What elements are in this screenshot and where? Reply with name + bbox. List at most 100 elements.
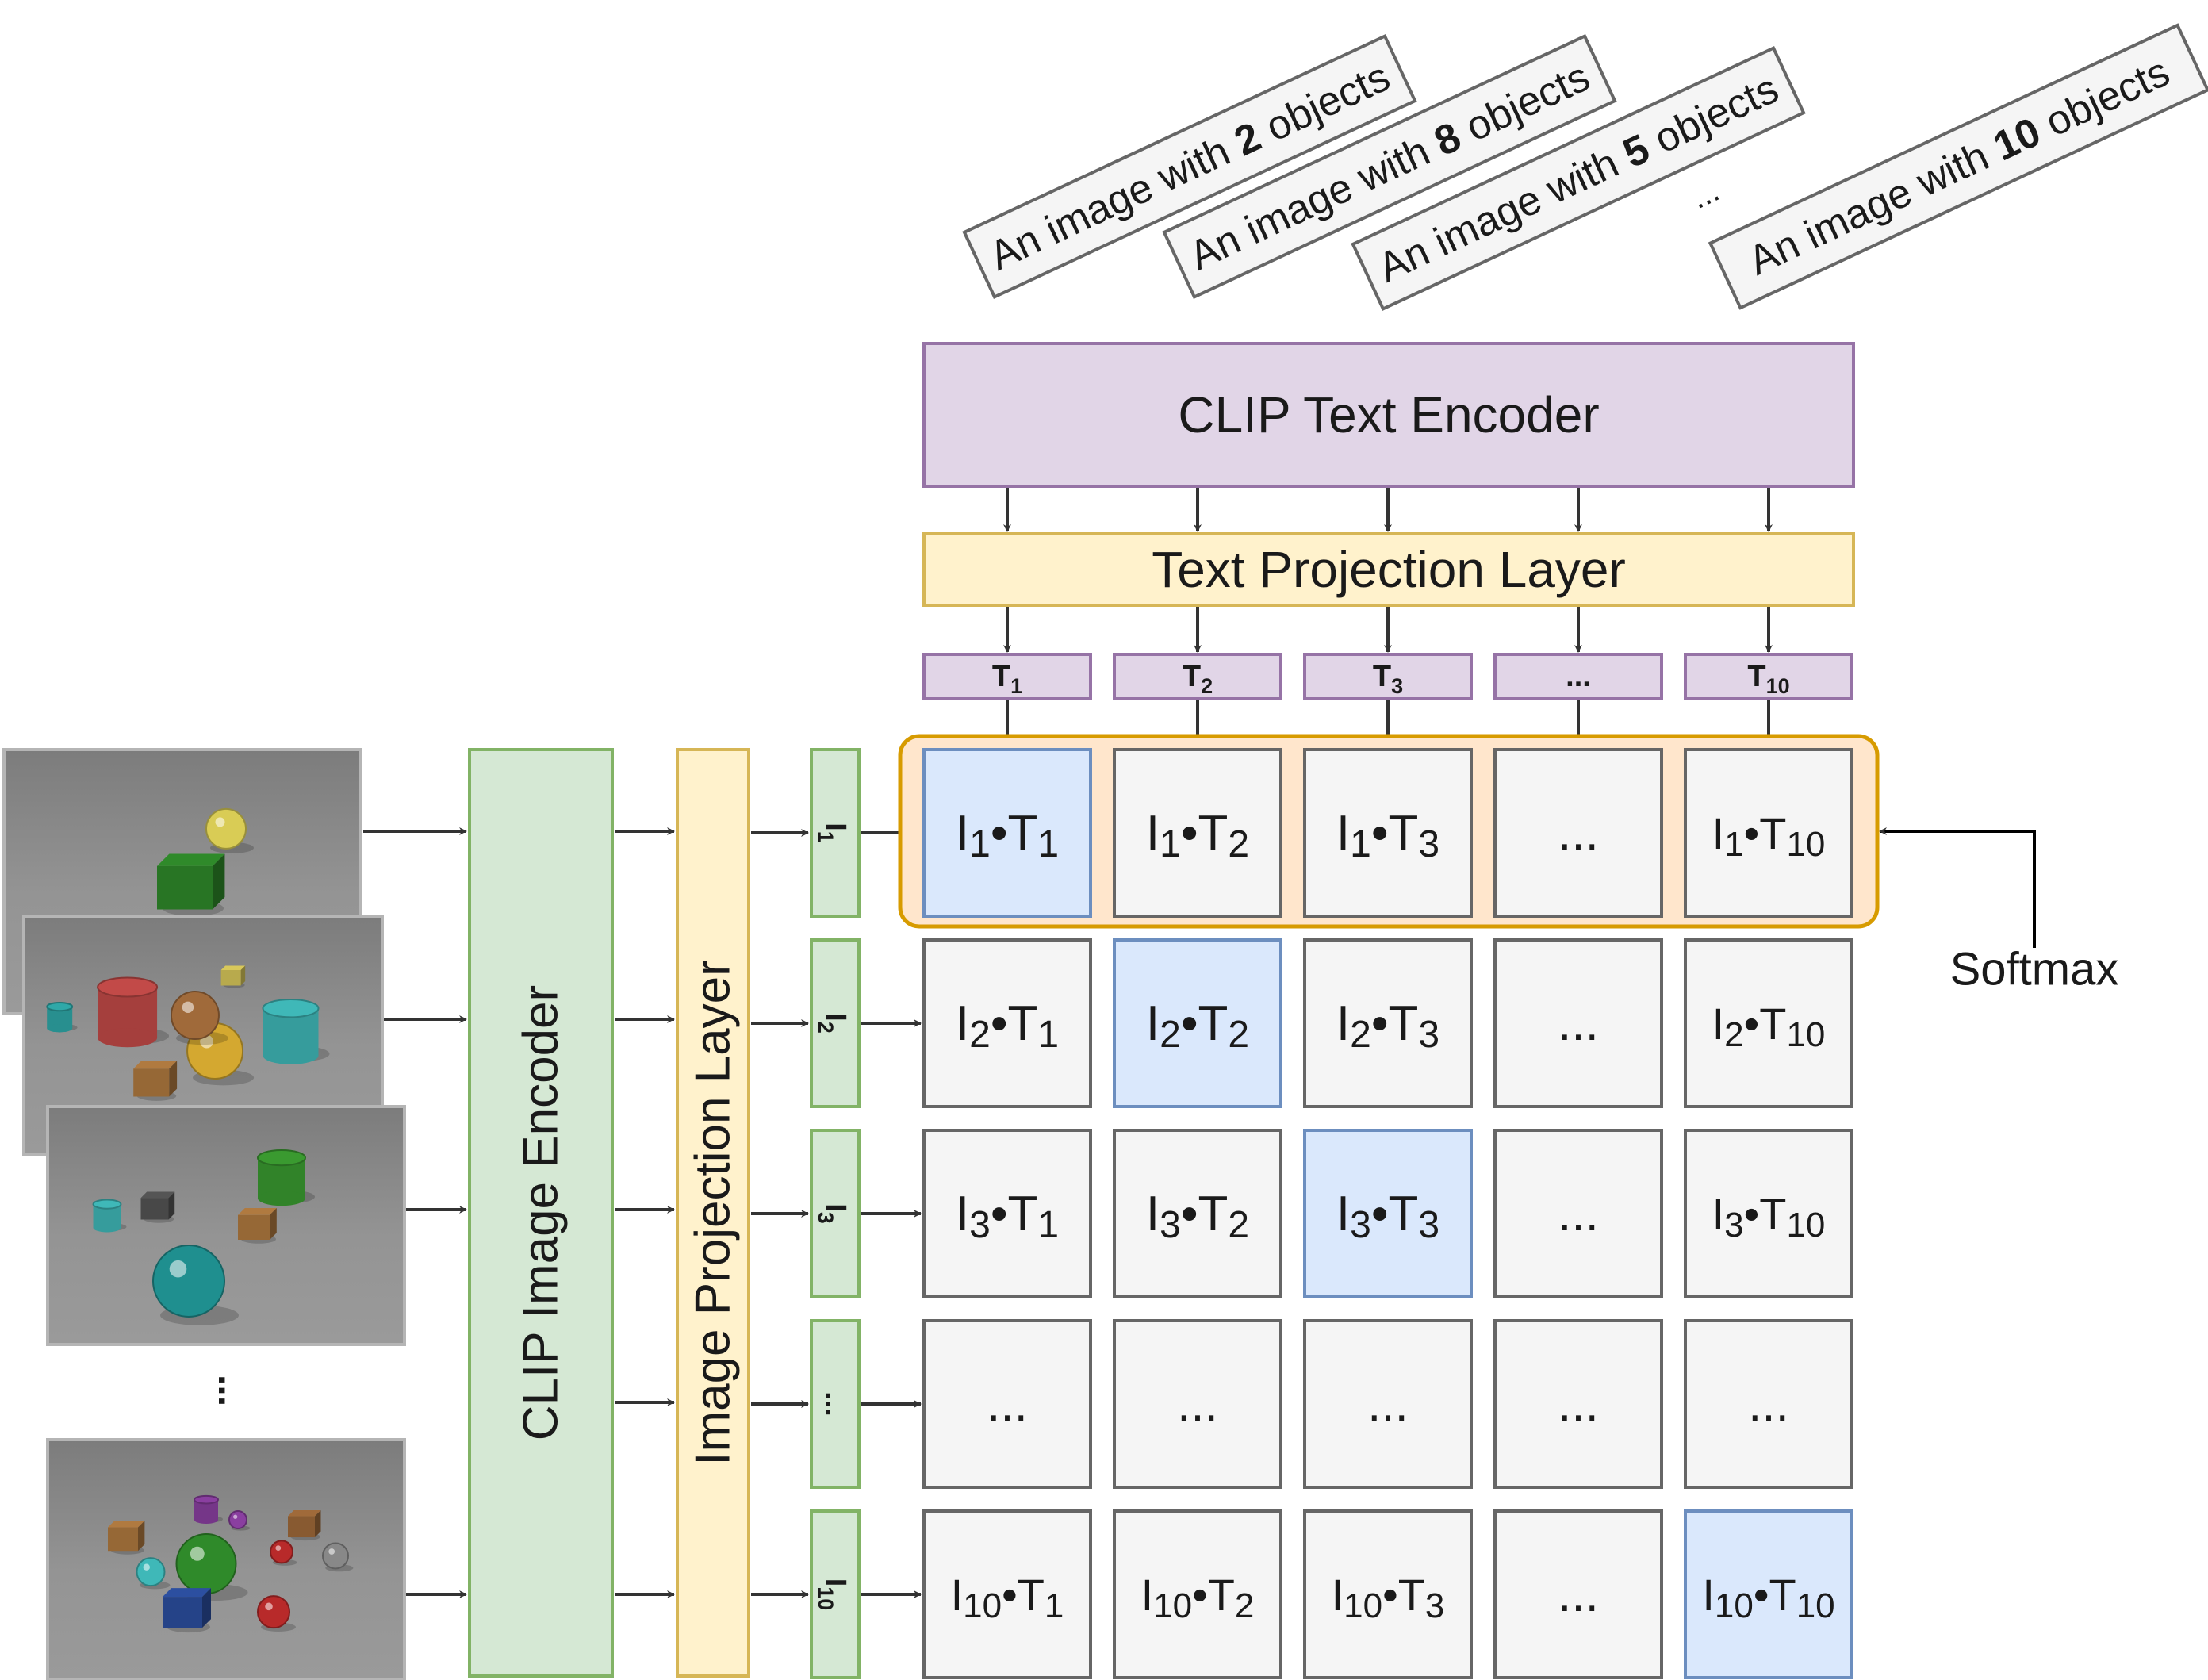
cube-side — [315, 1510, 321, 1538]
scene-object — [228, 1510, 251, 1531]
sphere-highlight — [215, 817, 225, 827]
scene-object — [288, 1510, 321, 1541]
clip-image-encoder — [468, 748, 614, 1678]
cube-top — [133, 1061, 178, 1069]
image-embedding-label: I2 — [814, 1013, 852, 1034]
scene-object — [92, 1199, 127, 1233]
cylinder-top — [257, 1149, 306, 1167]
scene-object — [133, 1061, 178, 1101]
scene-object — [163, 1588, 211, 1633]
text-projection-label: Text Projection Layer — [1152, 541, 1626, 598]
cube-top — [140, 1191, 175, 1199]
cube-side — [213, 853, 225, 910]
similarity-cell-label: I2•T3 — [1336, 996, 1439, 1056]
sphere-highlight — [233, 1514, 238, 1519]
similarity-cell-label: I10•T10 — [1702, 1570, 1834, 1625]
cylinder-top — [97, 976, 159, 998]
sphere-shape — [257, 1595, 290, 1629]
prompt-text: An image with 10 objects — [1742, 49, 2176, 285]
similarity-cell-label: I2•T10 — [1712, 999, 1826, 1054]
image-embedding-box — [810, 1319, 861, 1489]
similarity-cell-label: I1•T3 — [1336, 806, 1439, 865]
similarity-cell-label: ... — [1177, 1377, 1218, 1432]
scene-object — [108, 1521, 145, 1555]
similarity-cell-label: I1•T1 — [956, 806, 1059, 865]
text-embedding-box — [1684, 653, 1853, 700]
cube-side — [138, 1521, 145, 1552]
sphere-shape — [228, 1510, 247, 1529]
similarity-cell-label: ... — [1748, 1377, 1789, 1432]
similarity-cell-label: I10•T2 — [1141, 1570, 1255, 1625]
scene-object — [136, 1557, 171, 1590]
cube-front — [288, 1516, 315, 1538]
scene-image — [46, 1438, 406, 1680]
cylinder-bottom — [258, 1191, 305, 1206]
arrows — [363, 488, 2036, 1598]
prompt-ellipsis: ... — [1686, 173, 1725, 216]
similarity-cell — [1684, 748, 1853, 918]
scene-object — [97, 976, 170, 1048]
image-embedding-box — [810, 1509, 861, 1679]
image-embedding-box — [810, 1129, 861, 1298]
scene-object — [220, 965, 246, 988]
sphere-shape — [152, 1245, 225, 1318]
cube-top — [163, 1588, 211, 1598]
sphere-highlight — [182, 1001, 194, 1014]
cube-front — [220, 970, 241, 986]
scene-object — [170, 991, 228, 1045]
scene-object — [152, 1245, 239, 1325]
cube-top — [238, 1208, 277, 1215]
scene-object — [257, 1595, 296, 1632]
similarity-cell — [1113, 938, 1282, 1108]
prompt-box — [962, 33, 1417, 300]
text-projection-layer — [922, 532, 1855, 607]
similarity-cell-label: ... — [1558, 1187, 1599, 1241]
similarity-cell — [1113, 1509, 1282, 1679]
scene-object — [262, 999, 330, 1064]
similarity-cell-label: I1•T10 — [1712, 808, 1826, 864]
cube-front — [238, 1214, 270, 1240]
similarity-cell — [1113, 748, 1282, 918]
prompt-box — [1708, 23, 2208, 310]
cylinder-bottom — [98, 1028, 158, 1048]
cube-front — [157, 865, 213, 910]
similarity-cell — [922, 1509, 1092, 1679]
similarity-cell-label: I3•T10 — [1712, 1189, 1826, 1245]
cube-top — [288, 1510, 321, 1517]
text-embedding-label: T10 — [1747, 660, 1789, 698]
clip-text-encoder — [922, 342, 1855, 488]
similarity-cell-label: I2•T1 — [956, 996, 1059, 1056]
prompt-box — [1351, 45, 1806, 312]
cylinder-bottom — [194, 1516, 218, 1524]
similarity-cell — [1493, 938, 1663, 1108]
similarity-cell — [1113, 1319, 1282, 1489]
cylinder-bottom — [263, 1046, 319, 1064]
similarity-cell-label: I10•T1 — [951, 1570, 1064, 1625]
cube-front — [163, 1597, 202, 1628]
text-embedding-label: T2 — [1183, 660, 1213, 698]
text-embedding-label: T3 — [1373, 660, 1403, 698]
image-embedding-label: I10 — [814, 1578, 852, 1611]
sphere-highlight — [328, 1548, 335, 1555]
sphere-highlight — [143, 1563, 150, 1571]
similarity-cell — [1303, 938, 1473, 1108]
similarity-cell — [1684, 1319, 1853, 1489]
cylinder-top — [46, 1002, 74, 1012]
similarity-cell-label: I3•T3 — [1336, 1187, 1439, 1246]
similarity-cell — [1684, 1509, 1853, 1679]
cylinder-bottom — [47, 1024, 73, 1033]
cube-front — [108, 1527, 138, 1552]
scene-object — [194, 1494, 223, 1524]
cube-side — [202, 1588, 211, 1628]
similarity-cell — [1493, 1509, 1663, 1679]
softmax-label: Softmax — [1950, 944, 2119, 995]
sphere-shape — [205, 807, 247, 850]
text-embedding-label: T1 — [992, 660, 1022, 698]
image-embedding-label: I3 — [814, 1203, 852, 1224]
image-ellipsis: ... — [207, 1372, 269, 1405]
similarity-cell-label: ... — [1558, 1567, 1599, 1622]
similarity-cell-label: I1•T2 — [1146, 806, 1249, 865]
sphere-highlight — [169, 1260, 187, 1278]
